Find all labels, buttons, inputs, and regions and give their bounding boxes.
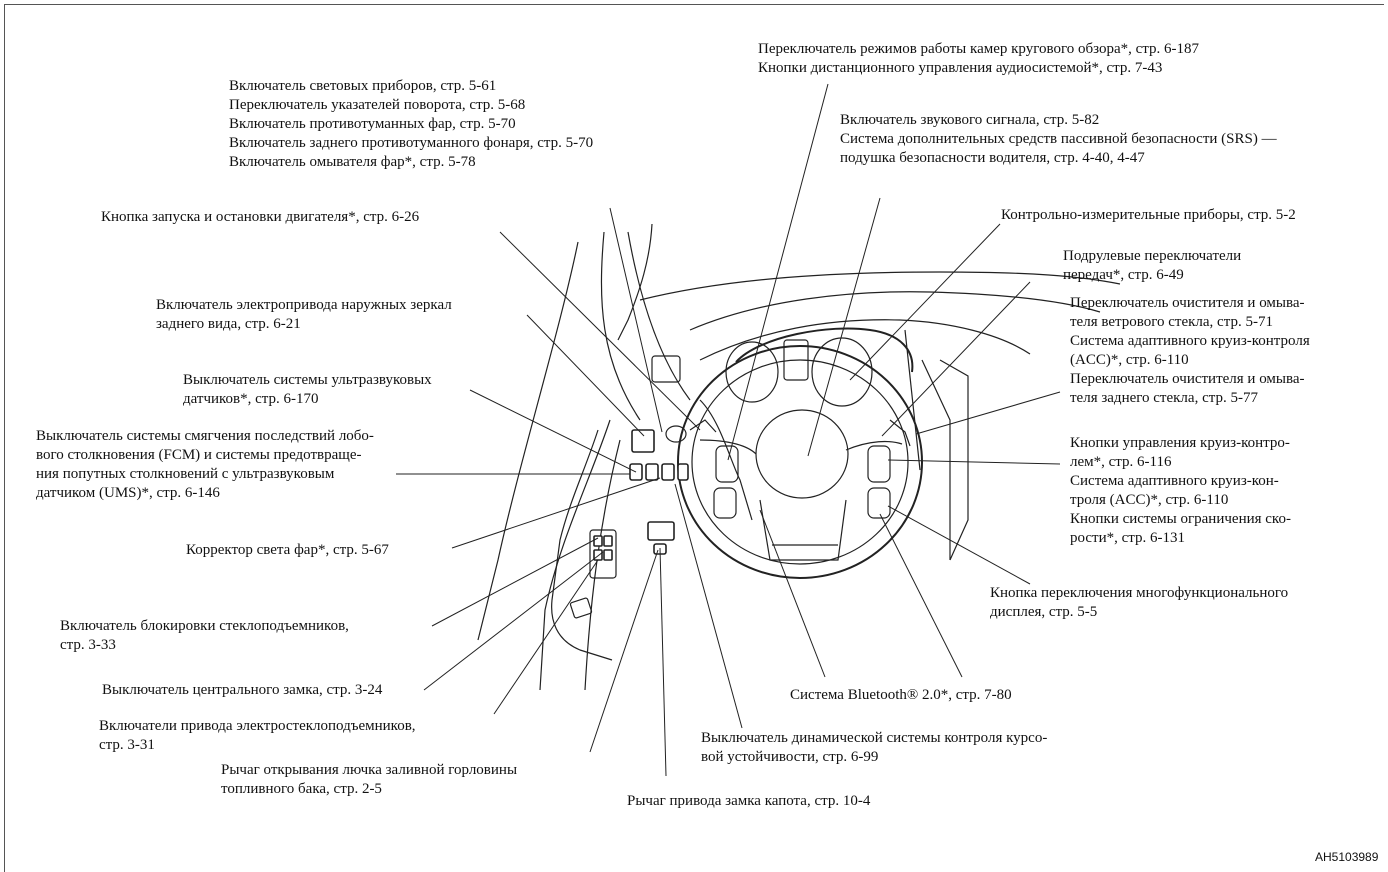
label-central-lock: Выключатель центрального замка, стр. 3-2… (102, 682, 383, 698)
label-fcm-ums: Выключатель системы смягчения последстви… (36, 428, 374, 501)
label-headlight-leveling: Корректор света фар*, стр. 5-67 (186, 542, 389, 558)
label-sonar: Выключатель системы ультразвуковых датчи… (183, 372, 432, 407)
door-frame (477, 223, 691, 691)
label-bluetooth: Система Bluetooth® 2.0*, стр. 7-80 (790, 687, 1012, 703)
label-window-lock: Включатель блокировки стеклоподъемников,… (60, 618, 349, 653)
label-fuel-lid: Рычаг открывания лючка заливной горловин… (221, 762, 518, 797)
label-horn-srs: Включатель звукового сигнала, стр. 5-82 … (840, 112, 1277, 166)
leader-lines (396, 83, 1061, 777)
label-wiper: Переключатель очистителя и омыва- теля в… (1070, 295, 1310, 406)
figure-frame (4, 4, 1384, 872)
figure-code: AH5103989 (1315, 850, 1379, 864)
label-cruise-control: Кнопки управления круиз-контро- лем*, ст… (1070, 435, 1291, 546)
label-asc: Выключатель динамической системы контрол… (701, 730, 1048, 765)
dash-top (639, 271, 1121, 561)
label-instruments: Контрольно-измерительные приборы, стр. 5… (1001, 207, 1296, 223)
instrument-cluster (725, 327, 914, 407)
label-lighting-switches: Включатель световых приборов, стр. 5-61 … (229, 78, 594, 170)
label-surround-camera: Переключатель режимов работы камер круго… (758, 41, 1200, 76)
label-power-windows: Включатели привода электростеклоподъемни… (99, 718, 416, 753)
label-paddle-shifters: Подрулевые переключатели передач*, стр. … (1063, 248, 1242, 283)
label-multi-display: Кнопка переключения многофункционального… (990, 585, 1289, 620)
steering-wheel (677, 345, 923, 579)
switch-panel (569, 399, 753, 619)
label-mirrors: Включатель электропривода наружных зерка… (156, 297, 452, 332)
label-hood-lock: Рычаг привода замка капота, стр. 10-4 (627, 793, 871, 809)
label-engine-start: Кнопка запуска и остановки двигателя*, с… (101, 209, 420, 225)
